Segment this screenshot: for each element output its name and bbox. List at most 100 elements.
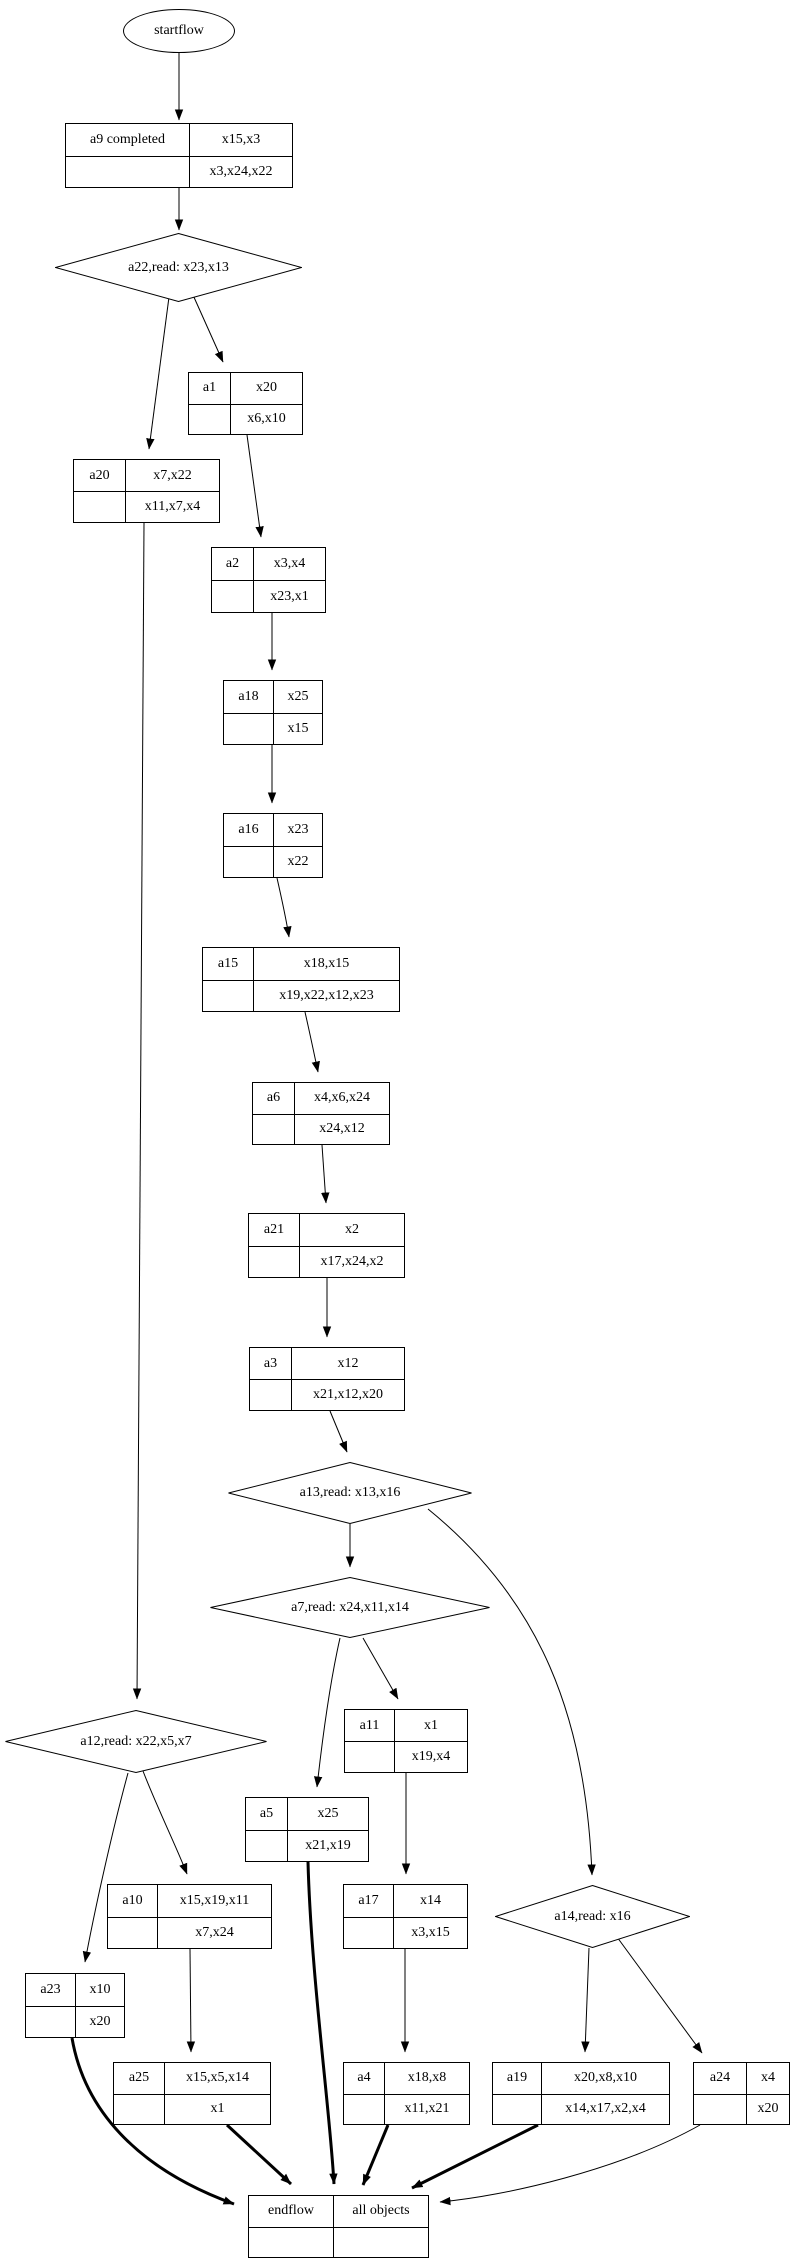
a19-inputs: x14,x17,x2,x4	[541, 2093, 669, 2124]
edge-a16-a15	[276, 877, 292, 938]
a25-empty	[114, 2093, 164, 2125]
edge-a19-endflow	[411, 2123, 539, 2190]
decision-a13: a13,read: x13,x16	[228, 1462, 472, 1524]
edge-a4-endflow	[361, 2124, 390, 2186]
diamond-shape-a7	[210, 1577, 490, 1638]
a2-empty	[212, 580, 253, 612]
a2-name: a2	[225, 556, 240, 571]
node-endflow: endflow all objects	[248, 2195, 429, 2258]
a9-empty	[66, 155, 189, 188]
a15-inputs: x19,x22,x12,x23	[253, 979, 399, 1011]
decision-a22: a22,read: x23,x13	[55, 233, 302, 302]
a10-empty	[108, 1916, 157, 1949]
a16-outputs: x23	[273, 814, 322, 846]
a24-inputs: x20	[746, 2093, 789, 2124]
a2-inputs: x23,x1	[253, 580, 325, 612]
edge-a15-a6	[304, 1011, 320, 1073]
a10-name: a10	[122, 1892, 143, 1908]
a25-outputs: x15,x5,x14	[164, 2063, 270, 2094]
a17-inputs: x3,x15	[393, 1916, 467, 1948]
diamond-shape-a22	[55, 233, 302, 302]
a10-outputs: x15,x19,x11	[157, 1885, 271, 1917]
endflow-outputs: all objects	[333, 2196, 428, 2227]
a12-label: a12,read: x22,x5,x7	[80, 1733, 192, 1749]
a4-inputs: x11,x21	[384, 2093, 469, 2124]
edge-a22-a20	[146, 296, 170, 450]
startflow-label: startflow	[154, 23, 204, 38]
a16-inputs: x22	[273, 845, 322, 877]
a15-empty	[203, 979, 253, 1012]
a3-outputs: x12	[291, 1348, 404, 1379]
edge-a13-a14	[427, 1508, 596, 1876]
edge-a25-endflow	[225, 2123, 293, 2186]
a18-outputs: x25	[273, 681, 322, 713]
endflow-inputs	[333, 2226, 428, 2257]
diamond-shape-a12	[5, 1710, 267, 1773]
a11-name: a11	[359, 1717, 380, 1733]
edge-a20-a12	[132, 522, 145, 1700]
edge-a22-a1	[192, 294, 224, 363]
a19-name: a19	[506, 2070, 528, 2086]
a9-outputs: x15,x3	[189, 124, 292, 156]
a25-inputs: x1	[164, 2093, 270, 2124]
a21-name: a21	[263, 1221, 285, 1237]
a6-name: a6	[266, 1090, 281, 1106]
a15-name: a15	[217, 955, 239, 971]
a22-label: a22,read: x23,x13	[128, 259, 229, 275]
edge-a6-a21	[321, 1144, 330, 1204]
a16-empty	[224, 845, 273, 878]
endflow-name: endflow	[268, 2203, 314, 2219]
a24-empty	[694, 2093, 746, 2125]
a18-inputs: x15	[273, 712, 322, 744]
a6-empty	[253, 1113, 294, 1145]
a19-empty	[493, 2093, 541, 2125]
a1-inputs: x6,x10	[230, 403, 302, 434]
edge-a1-a2	[246, 434, 264, 538]
a23-empty	[26, 2005, 75, 2038]
a5-outputs: x25	[287, 1798, 368, 1830]
edge-a12-a23	[82, 1772, 129, 1963]
a20-name: a20	[89, 467, 110, 483]
a6-outputs: x4,x6,x24	[294, 1083, 389, 1114]
a5-inputs: x21,x19	[287, 1829, 368, 1861]
a21-empty	[249, 1245, 299, 1278]
a4-outputs: x18,x8	[384, 2063, 469, 2094]
decision-a14: a14,read: x16	[495, 1885, 690, 1948]
edge-a24-endflow	[439, 2124, 701, 2206]
a11-outputs: x1	[394, 1710, 467, 1741]
a23-inputs: x20	[75, 2005, 124, 2037]
diamond-shape-a14	[495, 1885, 690, 1948]
a23-name: a23	[40, 1981, 61, 1997]
a11-inputs: x19,x4	[394, 1741, 467, 1772]
edge-a14-a19	[581, 1947, 590, 2053]
a21-inputs: x17,x24,x2	[299, 1245, 404, 1277]
a5-name: a5	[259, 1805, 274, 1821]
a4-empty	[344, 2093, 384, 2125]
a21-outputs: x2	[299, 1214, 404, 1246]
decision-a12: a12,read: x22,x5,x7	[5, 1710, 267, 1773]
a1-empty	[189, 403, 230, 435]
a14-label: a14,read: x16	[554, 1908, 631, 1924]
a6-inputs: x24,x12	[294, 1113, 389, 1144]
a5-empty	[246, 1829, 287, 1862]
a3-inputs: x21,x12,x20	[291, 1379, 404, 1410]
a20-outputs: x7,x22	[125, 460, 219, 491]
edge-a10-a25	[186, 1948, 196, 2053]
edge-a7-a5	[313, 1637, 341, 1788]
